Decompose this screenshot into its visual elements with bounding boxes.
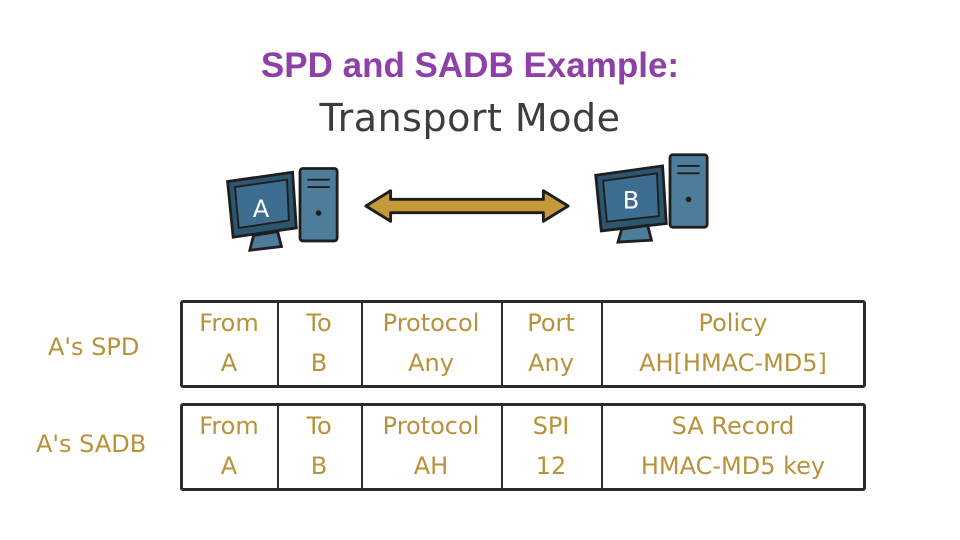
computer-a-icon: A [226, 167, 339, 252]
spd-col-from: From A [183, 303, 275, 385]
column-divider [277, 303, 279, 385]
spd-header-port: Port [527, 309, 575, 337]
spd-header-to: To [306, 309, 332, 337]
computer-b-icon: B [594, 153, 709, 244]
host-a-label: A [253, 195, 270, 223]
spd-header-policy: Policy [698, 309, 768, 337]
sadb-value-to: B [310, 452, 328, 480]
spd-col-protocol: Protocol Any [363, 303, 499, 385]
column-divider [601, 303, 603, 385]
spd-value-port: Any [528, 349, 574, 377]
column-divider [361, 406, 363, 488]
sadb-header-sa-record: SA Record [671, 412, 795, 440]
slide-title: SPD and SADB Example: [260, 46, 680, 85]
host-b-label: B [623, 187, 640, 215]
spd-value-from: A [220, 349, 238, 377]
sadb-value-spi: 12 [535, 452, 567, 480]
sadb-value-sa-record: HMAC-MD5 key [640, 452, 826, 480]
sadb-col-spi: SPI 12 [503, 406, 599, 488]
mode-subtitle: Transport Mode [319, 96, 621, 140]
column-divider [501, 303, 503, 385]
sadb-value-from: A [220, 452, 238, 480]
bidirectional-arrow-icon [364, 189, 570, 223]
sadb-header-from: From [199, 412, 259, 440]
spd-col-policy: Policy AH[HMAC-MD5] [603, 303, 863, 385]
sadb-header-spi: SPI [532, 412, 570, 440]
spd-col-to: To B [279, 303, 359, 385]
spd-header-protocol: Protocol [382, 309, 480, 337]
sadb-col-sa-record: SA Record HMAC-MD5 key [603, 406, 863, 488]
sadb-col-protocol: Protocol AH [363, 406, 499, 488]
column-divider [501, 406, 503, 488]
spd-value-to: B [310, 349, 328, 377]
sadb-row-label: A's SADB [36, 430, 147, 458]
spd-table: From A To B Protocol Any Port Any Policy… [180, 300, 866, 388]
column-divider [361, 303, 363, 385]
spd-row-label: A's SPD [48, 333, 140, 361]
spd-header-from: From [199, 309, 259, 337]
column-divider [277, 406, 279, 488]
sadb-value-protocol: AH [413, 452, 449, 480]
sadb-table: From A To B Protocol AH SPI 12 SA Record… [180, 403, 866, 491]
spd-value-protocol: Any [408, 349, 454, 377]
sadb-col-to: To B [279, 406, 359, 488]
spd-value-policy: AH[HMAC-MD5] [639, 349, 827, 377]
sadb-header-protocol: Protocol [382, 412, 480, 440]
sadb-header-to: To [306, 412, 332, 440]
sadb-col-from: From A [183, 406, 275, 488]
spd-col-port: Port Any [503, 303, 599, 385]
column-divider [601, 406, 603, 488]
